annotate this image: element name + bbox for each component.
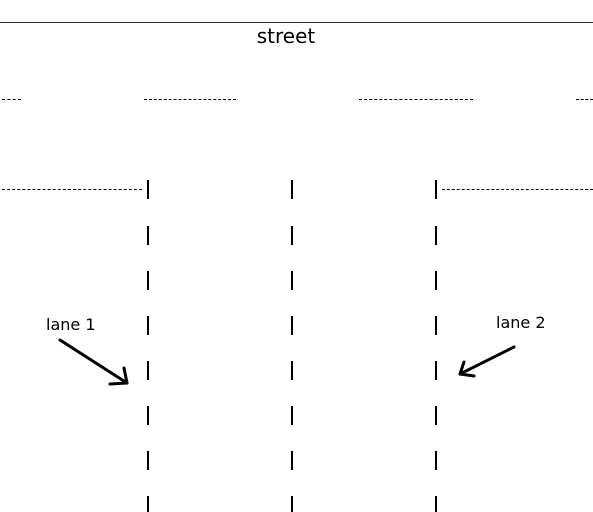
lane-divider-dash bbox=[291, 406, 293, 425]
lane-divider-dash bbox=[291, 180, 293, 199]
lane-divider-dash bbox=[291, 361, 293, 380]
lane-divider-dash bbox=[435, 496, 437, 512]
lane-divider-dash bbox=[147, 406, 149, 425]
lane-divider-dash bbox=[147, 180, 149, 199]
lane-divider-dash bbox=[147, 361, 149, 380]
lane-divider-dash bbox=[435, 316, 437, 335]
lane-divider-dash bbox=[435, 361, 437, 380]
lane-divider-dash bbox=[291, 316, 293, 335]
lane-divider-dash bbox=[435, 226, 437, 245]
lane-divider-dash bbox=[435, 180, 437, 199]
lane-divider-dash bbox=[147, 271, 149, 290]
lane-2-arrow bbox=[458, 345, 516, 378]
lane-divider-dash bbox=[435, 406, 437, 425]
lane-divider-dash bbox=[147, 316, 149, 335]
lane-divider-dash bbox=[291, 451, 293, 470]
lane-divider-dash bbox=[291, 271, 293, 290]
lane-1-arrow bbox=[58, 338, 129, 386]
lane-1-label: lane 1 bbox=[46, 315, 96, 334]
lane-divider-dash bbox=[435, 451, 437, 470]
lane-divider-dash bbox=[147, 226, 149, 245]
lane-divider-dash bbox=[291, 226, 293, 245]
lane-divider-dash bbox=[291, 496, 293, 512]
street-label: street bbox=[256, 24, 316, 48]
lane-divider-dash bbox=[147, 451, 149, 470]
dashed-boundary-segment bbox=[576, 99, 593, 100]
dashed-boundary-segment bbox=[2, 99, 21, 100]
lane-divider-dash bbox=[147, 496, 149, 512]
street-edge-line bbox=[0, 22, 593, 23]
dashed-boundary-segment bbox=[144, 99, 236, 100]
lane-2-label: lane 2 bbox=[496, 313, 546, 332]
dashed-boundary-segment bbox=[359, 99, 473, 100]
dashed-curb-right bbox=[442, 189, 593, 190]
lane-divider-dash bbox=[435, 271, 437, 290]
dashed-curb-left bbox=[2, 189, 142, 190]
